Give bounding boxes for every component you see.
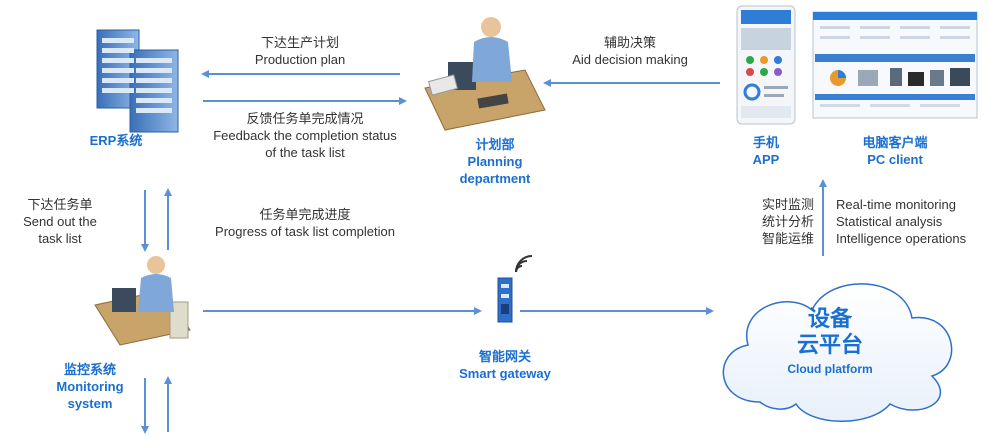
planning-label-en-2: department <box>459 171 531 186</box>
cloud-label-en: Cloud platform <box>787 362 873 376</box>
send-task-label: 下达任务单 Send out the task list <box>5 196 115 247</box>
cloud-service-cn-2: 统计分析 <box>761 214 814 229</box>
cloud-label: 设备 云平台 Cloud platform <box>760 306 900 380</box>
monitoring-workstation-icon <box>94 256 191 346</box>
monitoring-label-en-1: Monitoring <box>56 379 124 394</box>
mobile-app-screenshot <box>736 5 796 125</box>
cloud-label-cn-2: 云平台 <box>796 332 863 357</box>
erp-label: ERP系统 <box>89 133 143 148</box>
mobile-app-label: 手机 APP <box>731 134 801 168</box>
progress-cn: 任务单完成进度 <box>259 207 351 222</box>
planning-label: 计划部 Planning department <box>430 136 560 187</box>
gateway-label-cn: 智能网关 <box>478 349 531 364</box>
progress-en: Progress of task list completion <box>215 224 395 239</box>
monitoring-label-en-2: system <box>67 396 113 411</box>
cloud-service-en-3: Intelligence operations <box>836 231 967 246</box>
smart-gateway-icon <box>497 255 533 323</box>
feedback-en-2: of the task list <box>265 145 345 160</box>
cloud-service-en-1: Real-time monitoring <box>836 197 956 212</box>
feedback-label: 反馈任务单完成情况 Feedback the completion status… <box>195 110 415 161</box>
planning-workstation-icon <box>424 17 546 131</box>
progress-label: 任务单完成进度 Progress of task list completion <box>195 206 415 240</box>
erp-server-icon <box>96 29 179 133</box>
planning-label-cn: 计划部 <box>475 137 515 152</box>
cloud-shape <box>722 283 953 422</box>
planning-label-en-1: Planning <box>467 154 523 169</box>
aid-decision-label: 辅助决策 Aid decision making <box>550 34 710 68</box>
send-task-en-1: Send out the <box>23 214 97 229</box>
feedback-cn: 反馈任务单完成情况 <box>246 111 364 126</box>
aid-decision-cn: 辅助决策 <box>603 35 656 50</box>
production-plan-en: Production plan <box>254 52 346 67</box>
cloud-services-cn: 实时监测 统计分析 智能运维 <box>748 196 814 247</box>
production-plan-cn: 下达生产计划 <box>260 35 339 50</box>
pc-label-cn: 电脑客户端 <box>862 135 928 150</box>
gateway-label: 智能网关 Smart gateway <box>445 348 565 382</box>
cloud-service-cn-3: 智能运维 <box>761 231 814 246</box>
production-plan-label: 下达生产计划 Production plan <box>220 34 380 68</box>
mobile-label-cn: 手机 <box>752 135 779 150</box>
aid-decision-en: Aid decision making <box>572 52 688 67</box>
mobile-label-en: APP <box>752 152 780 167</box>
gateway-label-en: Smart gateway <box>459 366 551 381</box>
cloud-service-en-2: Statistical analysis <box>836 214 943 229</box>
send-task-en-2: task list <box>38 231 82 246</box>
cloud-service-cn-1: 实时监测 <box>761 197 814 212</box>
cloud-label-cn-1: 设备 <box>807 306 852 331</box>
cloud-services-en: Real-time monitoring Statistical analysi… <box>836 196 986 247</box>
pc-client-screenshot <box>812 11 978 119</box>
send-task-cn: 下达任务单 <box>27 197 93 212</box>
feedback-en-1: Feedback the completion status <box>213 128 397 143</box>
monitoring-label-cn: 监控系统 <box>63 362 116 377</box>
monitoring-label: 监控系统 Monitoring system <box>40 361 140 412</box>
pc-label-en: PC client <box>867 152 923 167</box>
pc-client-label: 电脑客户端 PC client <box>845 134 945 168</box>
